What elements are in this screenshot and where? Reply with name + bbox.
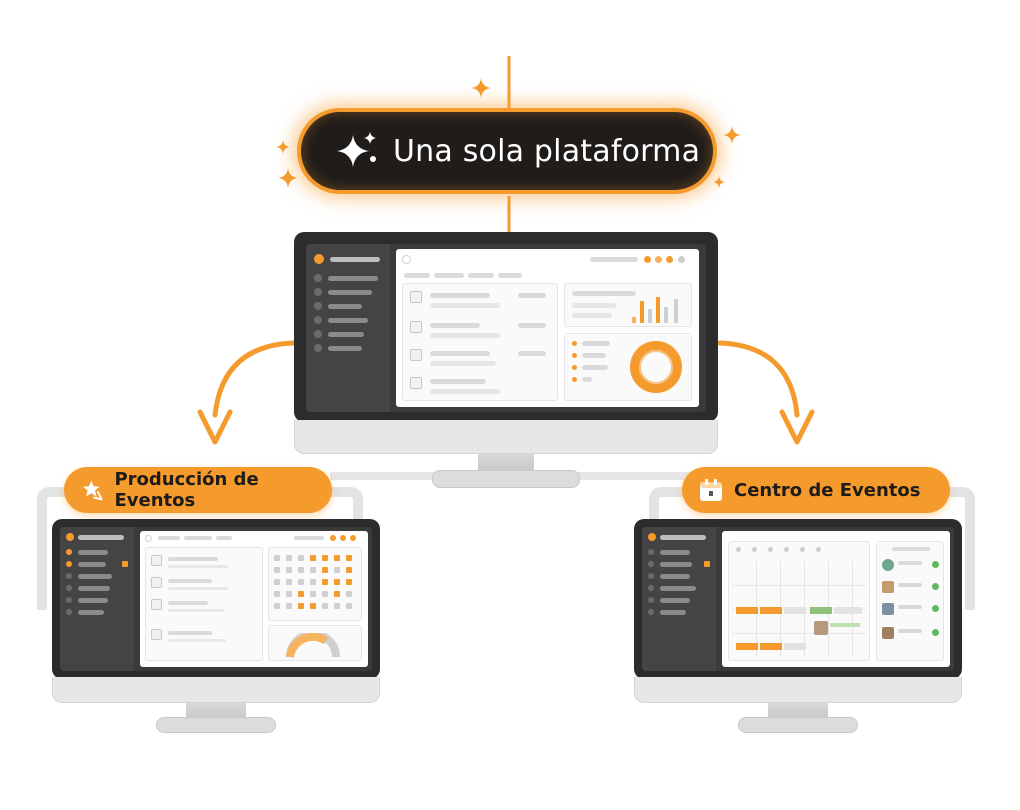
calendar-cell — [322, 591, 328, 597]
center-pill: Centro de Eventos — [682, 467, 950, 513]
calendar-cell — [286, 567, 292, 573]
calendar-cell — [286, 555, 292, 561]
arrow-right-curve — [717, 340, 800, 418]
star-production-icon — [82, 480, 103, 501]
calendar-cell — [346, 591, 352, 597]
platform-pill: Una sola plataforma — [297, 108, 717, 194]
calendar-cell — [298, 555, 304, 561]
calendar-cell — [334, 579, 340, 585]
platform-title: Una sola plataforma — [393, 133, 701, 169]
center-sidebar — [306, 244, 390, 412]
calendar-cell — [310, 591, 316, 597]
grid-line — [732, 633, 866, 634]
calendar-cell — [322, 579, 328, 585]
events-center-monitor — [634, 519, 962, 739]
sparkles-icon — [337, 132, 376, 167]
center-title: Centro de Eventos — [734, 479, 921, 501]
gauge-chart — [286, 633, 340, 658]
calendar-cell — [322, 555, 328, 561]
avatar — [882, 581, 894, 593]
center-monitor — [294, 232, 718, 490]
calendar-cell — [298, 603, 304, 609]
calendar-cell — [274, 555, 280, 561]
production-pill: Producción de Eventos — [64, 467, 332, 513]
calendar-icon — [700, 479, 722, 501]
center-content — [396, 249, 699, 407]
calendar-cell — [346, 567, 352, 573]
calendar-cell — [346, 603, 352, 609]
calendar-cell — [310, 555, 316, 561]
arrow-left-head — [197, 409, 233, 445]
calendar-cell — [274, 579, 280, 585]
calendar-cell — [274, 591, 280, 597]
calendar-cell — [298, 591, 304, 597]
calendar-cell — [346, 579, 352, 585]
calendar-cell — [334, 603, 340, 609]
calendar-cell — [274, 603, 280, 609]
calendar-cell — [334, 555, 340, 561]
calendar-cell — [286, 579, 292, 585]
production-screen — [60, 527, 372, 671]
production-monitor — [52, 519, 380, 739]
donut-chart — [630, 341, 682, 393]
avatar — [882, 627, 894, 639]
calendar-cell — [322, 603, 328, 609]
sparkle-icon — [713, 176, 725, 188]
calendar-cell — [334, 591, 340, 597]
calendar-cell — [286, 591, 292, 597]
events-center-screen — [642, 527, 954, 671]
sparkle-icon — [471, 78, 491, 98]
calendar-cell — [274, 567, 280, 573]
grid-line — [732, 585, 866, 586]
calendar-cell — [286, 603, 292, 609]
sparkle-icon — [278, 168, 298, 188]
avatar — [882, 559, 894, 571]
calendar-cell — [322, 567, 328, 573]
calendar-cell — [346, 555, 352, 561]
sparkle-icon — [276, 140, 290, 154]
calendar-cell — [334, 567, 340, 573]
calendar-cell — [310, 603, 316, 609]
center-screen — [306, 244, 706, 412]
arrow-left-curve — [212, 340, 296, 418]
schedule-grid — [728, 541, 870, 661]
calendar-cell — [310, 579, 316, 585]
arrow-right-head — [779, 409, 815, 445]
sparkle-icon — [723, 126, 741, 144]
calendar-cell — [298, 579, 304, 585]
calendar-cell — [310, 567, 316, 573]
calendar-cell — [298, 567, 304, 573]
production-title: Producción de Eventos — [114, 469, 259, 511]
avatar — [882, 603, 894, 615]
